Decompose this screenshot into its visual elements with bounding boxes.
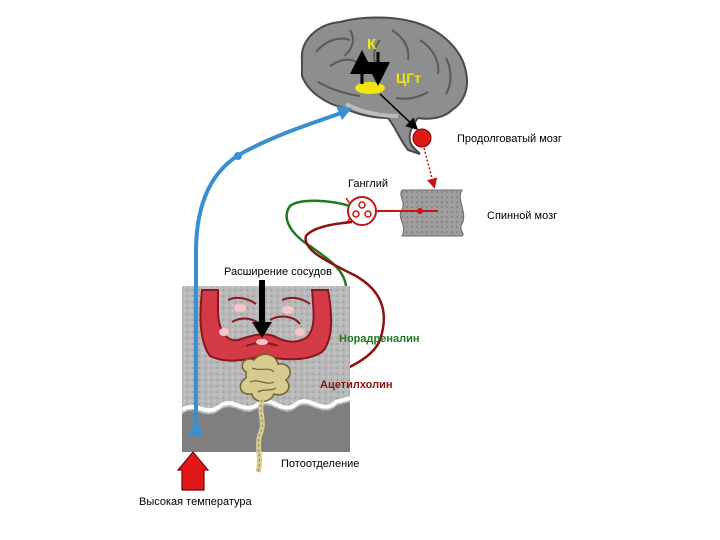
label-medulla: Продолговатый мозг <box>457 133 562 145</box>
label-ganglion: Ганглий <box>348 178 389 190</box>
label-noradrenaline: Норадреналин <box>339 333 420 345</box>
label-sweating: Потоотделение <box>281 458 360 470</box>
label-vasodilation: Расширение сосудов <box>224 266 332 278</box>
sweat-gland-icon <box>239 353 291 473</box>
hypothalamus-spot <box>355 82 385 94</box>
label-spinal-cord: Спинной мозг <box>487 210 558 222</box>
label-cgt: ЦГт <box>396 70 422 86</box>
ganglion-icon <box>345 196 402 226</box>
label-high-temperature: Высокая температура <box>139 496 252 508</box>
medulla-to-spinal-dotted-arrow <box>423 147 438 189</box>
brain-icon <box>300 16 468 155</box>
label-acetylcholine: Ацетилхолин <box>320 379 393 391</box>
medulla-node <box>412 128 432 148</box>
spinal-cord-block <box>399 189 465 237</box>
blood-vessels-icon <box>199 289 333 362</box>
label-k: К <box>367 36 377 53</box>
acetylcholine-fiber <box>303 220 386 384</box>
cgt-to-medulla-arrow <box>379 93 419 131</box>
stimulus-arrow <box>176 451 210 491</box>
afferent-pathway <box>194 110 345 432</box>
